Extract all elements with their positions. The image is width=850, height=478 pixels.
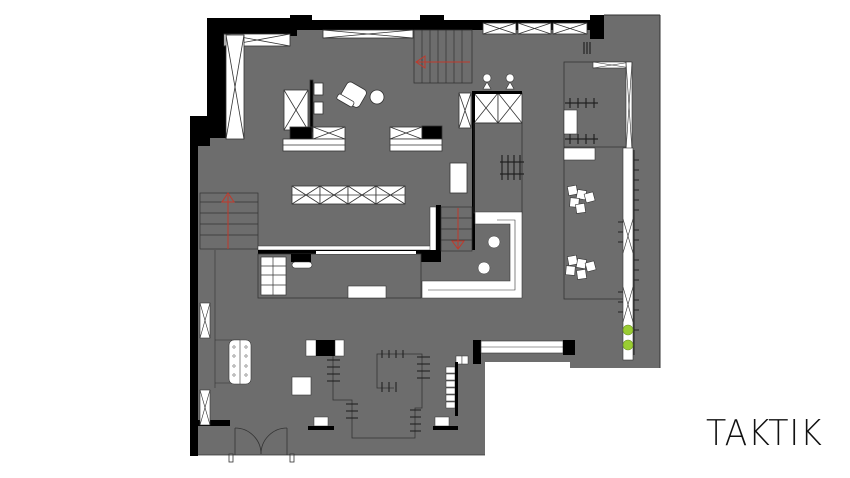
office-desk xyxy=(282,79,443,152)
benches xyxy=(308,416,458,430)
clothing-rack xyxy=(500,155,524,180)
arrow-left-icon xyxy=(415,55,470,69)
arrow-up-icon xyxy=(221,192,235,249)
armchair-icon xyxy=(336,81,367,108)
clothing-rack-lower xyxy=(332,353,423,439)
stair-center xyxy=(440,206,473,252)
chair-icon xyxy=(477,235,501,275)
round-table-icon xyxy=(369,89,385,105)
display-unit-lower xyxy=(291,339,345,396)
oval-table xyxy=(228,339,252,385)
floor-area xyxy=(198,18,660,455)
seating-cubes xyxy=(565,184,597,280)
exterior-walls xyxy=(190,15,604,456)
rack-right-top xyxy=(565,42,598,144)
stair-top xyxy=(413,29,473,84)
display-table-center xyxy=(291,185,406,205)
tall-mirror-right xyxy=(592,61,633,151)
arrow-down-icon xyxy=(451,208,465,250)
hanger-rail-right xyxy=(618,150,639,355)
lamp-icon xyxy=(482,73,515,90)
plant-icon xyxy=(622,324,634,351)
tall-cabinet-left xyxy=(225,34,245,140)
left-wall-mirrors xyxy=(199,302,211,426)
brand-logo: TAKTIK xyxy=(706,413,823,454)
small-stair xyxy=(260,256,287,296)
l-counter xyxy=(421,211,523,299)
display-cabinets xyxy=(458,92,523,129)
stair-left xyxy=(199,192,259,250)
shoe-shelf xyxy=(445,355,469,409)
entrance-door xyxy=(228,427,295,463)
